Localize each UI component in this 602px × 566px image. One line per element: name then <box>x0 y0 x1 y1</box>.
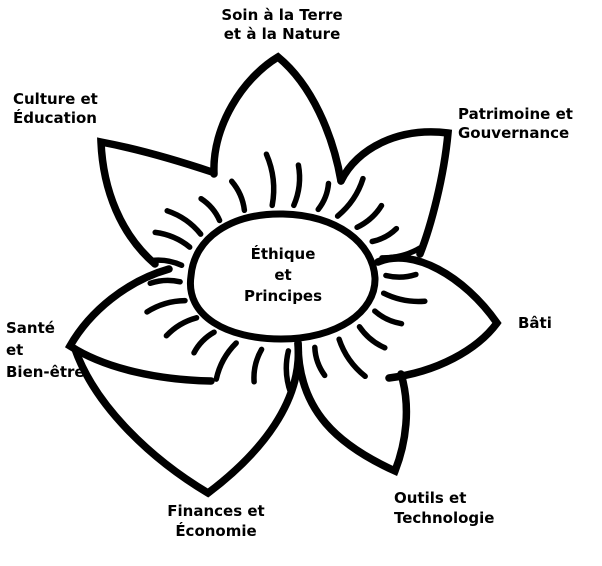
stamen-ray <box>198 195 223 224</box>
stamen-ray <box>213 340 239 382</box>
label-soin-terre: Soin à la Terre et à la Nature <box>221 6 343 43</box>
label-patrimoine: Patrimoine et Gouvernance <box>458 105 573 142</box>
petal-sante <box>64 265 215 385</box>
petal-soin-terre <box>210 52 345 185</box>
stamen-ray <box>312 344 328 379</box>
stamen-ray <box>263 151 277 209</box>
label-center: Éthique et Principes <box>243 245 323 305</box>
stamen-ray <box>283 348 294 396</box>
petal-patrimoine <box>337 128 453 258</box>
stamen-ray <box>315 180 332 213</box>
petal-finances <box>71 339 303 498</box>
petal-bati <box>374 254 502 382</box>
stamen-ray <box>191 329 217 356</box>
label-bati: Bâti <box>518 314 552 332</box>
stamen-ray <box>144 297 188 315</box>
stamen-rays-group <box>144 151 428 396</box>
stamen-ray <box>251 346 265 385</box>
stamen-ray <box>163 315 200 339</box>
stamen-ray <box>369 225 400 245</box>
stamen-ray <box>149 257 185 269</box>
stamen-ray <box>383 271 419 280</box>
label-outils: Outils et Technologie <box>394 489 495 527</box>
stamen-ray <box>291 162 303 209</box>
stamen-ray <box>164 208 204 237</box>
petal-culture <box>97 137 216 268</box>
stamen-ray <box>356 324 388 351</box>
label-sante: Santé et Bien-être <box>6 319 85 381</box>
stamen-ray <box>380 290 428 305</box>
label-culture: Culture et Éducation <box>13 90 98 127</box>
stamen-ray <box>147 277 183 287</box>
stamen-ray <box>372 308 405 327</box>
stamen-ray <box>336 336 368 380</box>
stamen-ray <box>354 202 385 231</box>
flower-center-shape <box>186 210 379 343</box>
stamen-ray <box>152 229 193 250</box>
label-finances: Finances et Économie <box>167 502 265 540</box>
stamen-ray <box>379 244 424 261</box>
stamen-ray <box>334 175 366 219</box>
petals-group <box>64 52 502 498</box>
stamen-ray <box>228 178 248 214</box>
petal-outils <box>294 339 411 477</box>
